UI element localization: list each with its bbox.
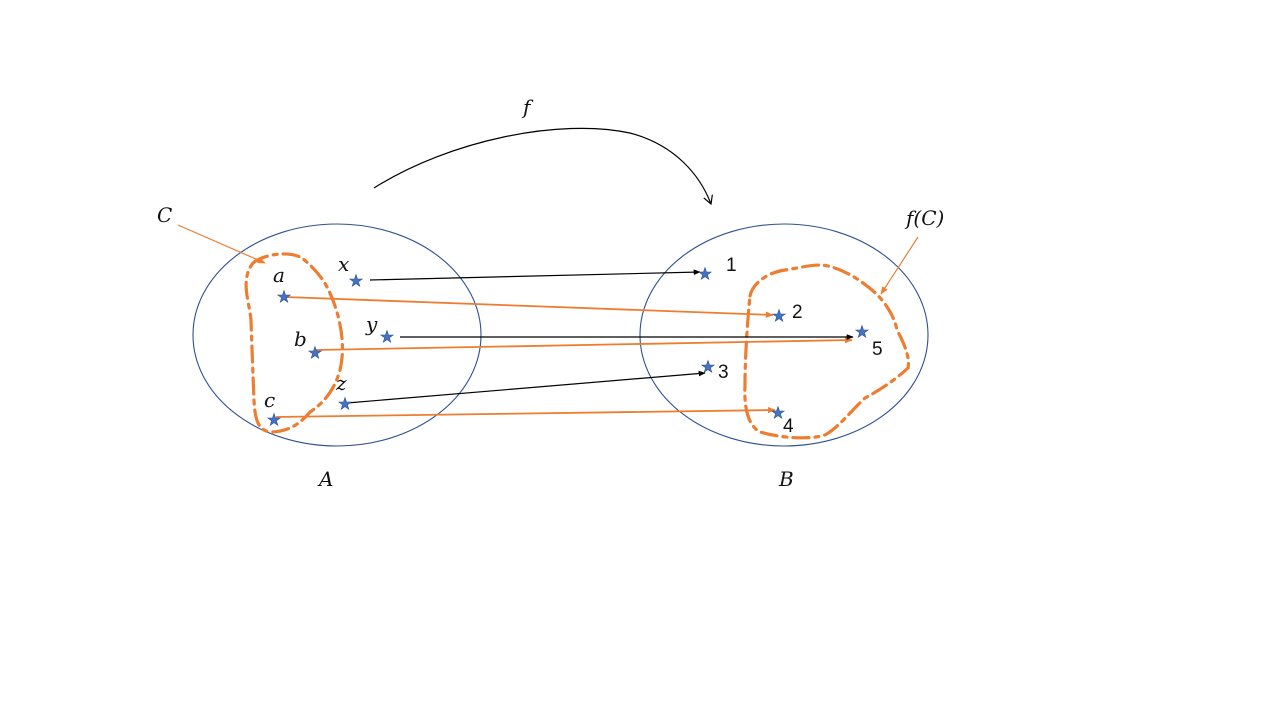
point-5-star bbox=[854, 324, 870, 339]
point-a-label: a bbox=[273, 263, 285, 287]
point-1-star bbox=[697, 266, 713, 281]
point-a-star bbox=[276, 289, 292, 304]
point-3-label: 3 bbox=[718, 362, 729, 383]
point-b-star bbox=[307, 345, 323, 360]
fc-callout-line bbox=[880, 236, 919, 295]
point-z-label: z bbox=[335, 371, 347, 395]
point-b-label: b bbox=[294, 327, 307, 351]
set-b-label: B bbox=[778, 467, 794, 491]
point-2-star bbox=[771, 308, 787, 323]
set-a-label: A bbox=[317, 467, 333, 491]
point-x-label: x bbox=[338, 252, 349, 276]
point-c-label: c bbox=[264, 388, 275, 412]
point-5-label: 5 bbox=[872, 339, 883, 360]
image-fc-label: f(C) bbox=[904, 206, 944, 230]
c-callout-line bbox=[177, 224, 266, 264]
arrow-c-to-4 bbox=[275, 406, 776, 418]
point-1-label: 1 bbox=[726, 255, 737, 276]
point-4-star bbox=[770, 405, 786, 420]
arrow-x-to-1 bbox=[369, 269, 701, 281]
set-a-ellipse bbox=[192, 223, 482, 447]
subset-c-label: C bbox=[157, 203, 172, 227]
arrow-z-to-3 bbox=[346, 370, 706, 404]
point-c-star bbox=[266, 412, 282, 427]
point-x-star bbox=[348, 273, 364, 288]
subset-c-outline bbox=[244, 252, 344, 434]
function-label: f bbox=[521, 95, 534, 119]
point-2-label: 2 bbox=[792, 302, 803, 323]
point-y-label: y bbox=[365, 312, 378, 336]
point-3-star bbox=[700, 359, 716, 374]
set-b-ellipse bbox=[639, 223, 929, 447]
f-mapping-curve bbox=[373, 127, 713, 206]
point-z-star bbox=[337, 396, 353, 411]
image-fc-outline bbox=[743, 263, 911, 440]
arrow-a-to-2 bbox=[284, 296, 774, 318]
arrow-b-to-5 bbox=[315, 336, 853, 351]
point-y-star bbox=[379, 329, 395, 344]
point-4-label: 4 bbox=[783, 416, 794, 437]
